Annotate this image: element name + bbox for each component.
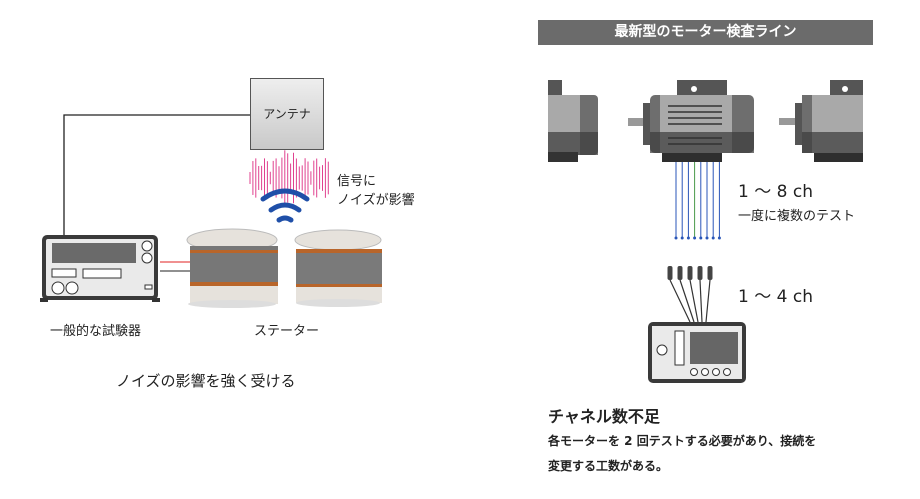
problem-line-2: 変更する工数がある。 [548, 459, 669, 473]
probe-tip [677, 266, 683, 280]
small-tester-device [648, 322, 746, 383]
stator-1 [186, 228, 278, 308]
multi-channel-desc: 一度に複数のテスト [738, 209, 856, 224]
wire-end [711, 236, 715, 240]
problem-title: チャネル数不足 [548, 407, 660, 426]
wire-end [680, 236, 684, 240]
motor-right [779, 80, 863, 162]
tester-device [40, 235, 160, 302]
probe-cable [669, 279, 691, 323]
stator-2 [294, 229, 382, 307]
wireless-signal-icon [260, 188, 310, 223]
few-channel-count: 1 ～ 4 ch [738, 287, 813, 307]
probe-tip [667, 266, 673, 280]
wire-end [693, 236, 697, 240]
wire-end [674, 236, 678, 240]
probe-tip [707, 266, 713, 280]
multi-channel-count: 1 ～ 8 ch [738, 182, 813, 202]
antenna-box: アンテナ [250, 78, 324, 150]
antenna-cable [63, 114, 250, 235]
probe-tip [687, 266, 693, 280]
problem-line-1: 各モーターを 2 回テストする必要があり、接続を [548, 434, 817, 448]
wire-end [717, 236, 721, 240]
section-header: 最新型のモーター検査ライン [538, 20, 873, 45]
probe-cable [705, 279, 711, 323]
noise-note-line1: 信号に [337, 174, 377, 189]
probe-cable [689, 279, 699, 323]
motor-left [548, 80, 598, 162]
wire-end [705, 236, 709, 240]
probe-cable [699, 279, 703, 323]
stator-label: ステーター [254, 324, 320, 339]
wire-end [686, 236, 690, 240]
motor-center [628, 80, 754, 162]
probe-tip [697, 266, 703, 280]
probe-cable [679, 279, 695, 323]
antenna-label: アンテナ [263, 107, 311, 121]
wire-end [699, 236, 703, 240]
multi-channel-wires [674, 162, 721, 240]
test-probes [667, 266, 713, 323]
left-caption: ノイズの影響を強く受ける [116, 372, 296, 390]
tester-label: 一般的な試験器 [50, 324, 142, 339]
noise-note-line2: ノイズが影響 [337, 193, 415, 208]
